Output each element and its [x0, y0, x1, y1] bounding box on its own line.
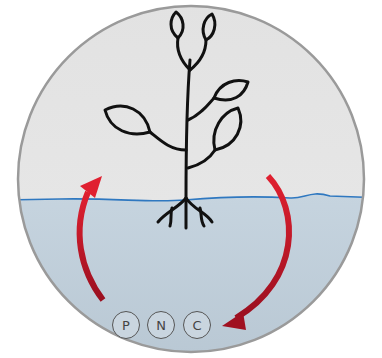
- nutrient-symbol: P: [122, 319, 130, 332]
- nutrient-symbol: N: [156, 319, 166, 332]
- nutrient-circle: N: [147, 311, 175, 339]
- nutrient-circle: P: [112, 311, 140, 339]
- nutrient-symbol: C: [192, 319, 201, 332]
- nutrient-circle: C: [183, 311, 211, 339]
